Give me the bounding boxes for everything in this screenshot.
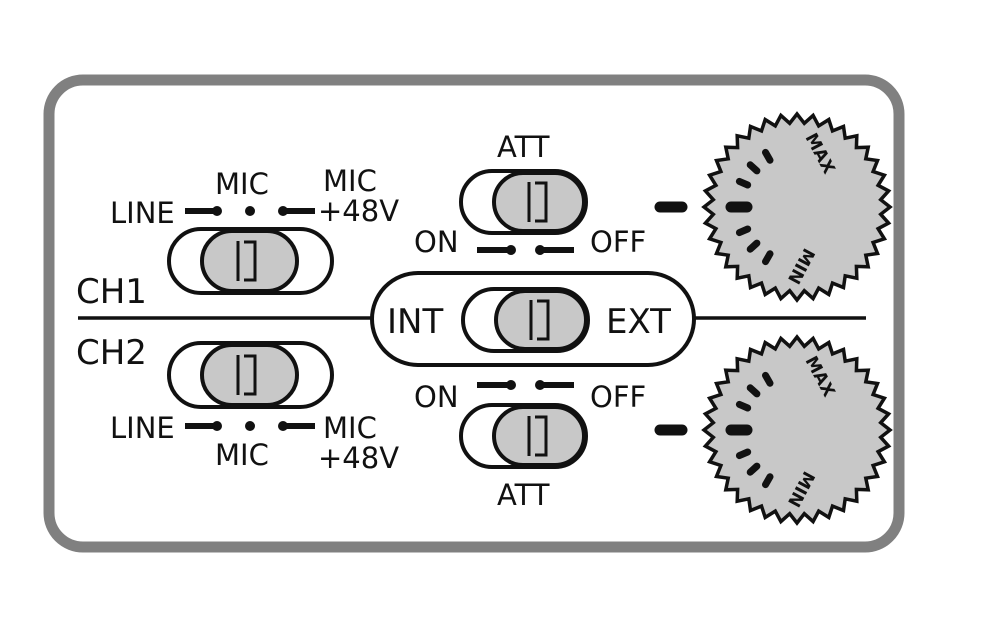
ch2-input-knob[interactable] (200, 343, 299, 407)
ch2-att-switch[interactable]: ON OFF ATT (414, 380, 646, 512)
ch1-knob-tick (735, 225, 752, 237)
ch1-level-knob[interactable]: MAX MIN (654, 111, 893, 303)
int-ext-switch[interactable]: INT EXT (370, 271, 696, 367)
ch1-line-label: LINE (110, 196, 175, 230)
ch1-input-selector[interactable]: LINE MIC MIC +48V (110, 164, 399, 295)
ch2-att-grip (535, 415, 548, 457)
ch1-mic-dot (245, 206, 255, 216)
ch2-line-dot (212, 421, 222, 431)
ch2-knob-tick (735, 448, 752, 460)
ext-label: EXT (606, 302, 671, 342)
ch2-mic48-label-bottom: +48V (318, 441, 399, 475)
ch1-input-knob[interactable] (200, 229, 299, 293)
ch2-knob-tick (746, 384, 761, 398)
ch2-input-selector[interactable]: LINE MIC MIC +48V (110, 341, 399, 475)
ch2-knob-tick (735, 400, 752, 412)
ch1-knob-gear (701, 111, 893, 303)
ch1-label: CH1 (76, 272, 147, 312)
ch1-input-grip (244, 240, 257, 282)
ch2-mic-dot (245, 421, 255, 431)
ch2-att-off-dot (535, 380, 545, 390)
ch2-line-label: LINE (110, 411, 175, 445)
ch2-mic48-label-top: MIC (323, 411, 377, 445)
ch2-att-title: ATT (497, 478, 550, 512)
ch1-att-on-dot (506, 245, 516, 255)
ch1-mic48-label-top: MIC (323, 164, 377, 198)
ch1-knob-tick (762, 148, 774, 164)
ch2-input-grip (244, 354, 257, 396)
ch2-knob-tick (762, 371, 774, 387)
ch1-knob-tick (735, 177, 752, 189)
ch2-att-on-dot (506, 380, 516, 390)
ch2-level-knob[interactable]: MAX MIN (654, 334, 893, 526)
int-ext-grip (537, 299, 550, 341)
ch2-mic-label: MIC (215, 438, 269, 472)
ch2-knob-tick (746, 462, 761, 476)
ch1-att-off-label: OFF (590, 225, 646, 259)
ch1-att-switch[interactable]: ATT ON OFF (414, 130, 646, 259)
ch2-att-on-label: ON (414, 380, 459, 414)
ch2-att-knob[interactable] (492, 405, 586, 467)
ch1-knob-tick (746, 239, 761, 253)
ch1-att-off-dot (535, 245, 545, 255)
int-label: INT (387, 302, 443, 342)
ch1-knob-tick (762, 250, 774, 266)
ch2-knob-gear (701, 334, 893, 526)
ch2-att-off-label: OFF (590, 380, 646, 414)
int-ext-knob[interactable] (494, 289, 588, 351)
ch2-label: CH2 (76, 333, 147, 373)
ch1-att-on-label: ON (414, 225, 459, 259)
ch1-att-grip (535, 181, 548, 223)
ch1-knob-tick (746, 161, 761, 175)
ch1-mic-label: MIC (215, 167, 269, 201)
ch2-knob-tick (762, 473, 774, 489)
ch1-line-dot (212, 206, 222, 216)
ch1-att-title: ATT (497, 130, 550, 164)
ch1-att-knob[interactable] (492, 171, 586, 233)
ch1-mic48-label-bottom: +48V (318, 194, 399, 228)
